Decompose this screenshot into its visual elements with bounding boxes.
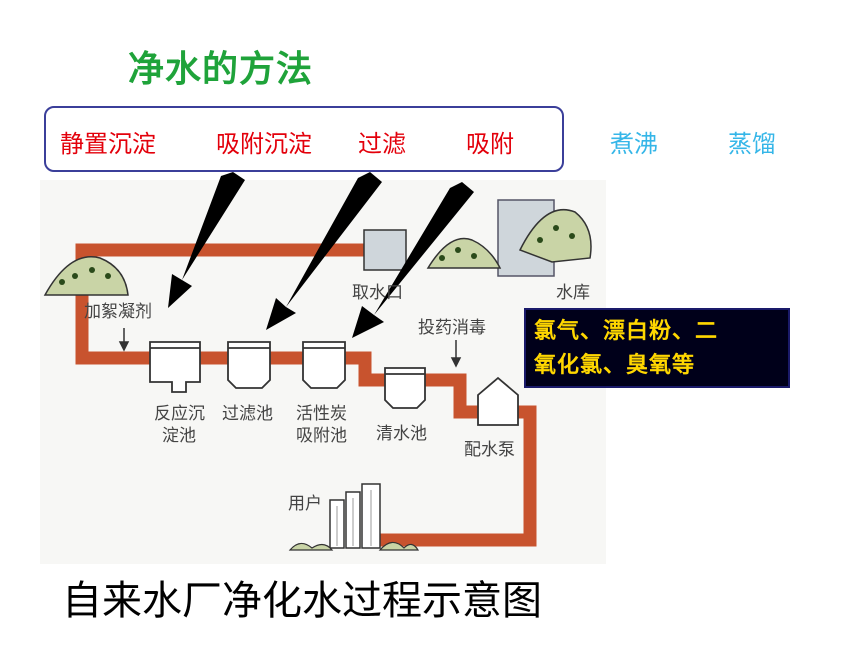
hills [43, 208, 592, 296]
label-coagulant: 加絮凝剂 [84, 302, 152, 322]
filter-tank [227, 341, 271, 389]
intake-structure [363, 229, 407, 271]
label-intake: 取水口 [352, 283, 403, 303]
carbon-tank [302, 341, 346, 389]
small-arrows [118, 328, 462, 368]
reaction-tank [149, 341, 201, 393]
disinfectant-note: 氯气、漂白粉、二 氧化氯、臭氧等 [524, 308, 790, 388]
method-distillation: 蒸馏 [728, 130, 776, 158]
arrow-to-carbon-tank [352, 182, 474, 338]
label-carbon-tank-1: 活性炭 [296, 404, 347, 424]
hill-right [518, 208, 592, 263]
method-adsorption: 吸附 [466, 130, 514, 158]
hill-trees [59, 225, 575, 285]
methods-frame [44, 106, 564, 172]
label-carbon-tank-2: 吸附池 [296, 426, 347, 446]
hill-left [43, 256, 129, 296]
diagram-caption: 自来水厂净化水过程示意图 [62, 578, 542, 624]
label-users: 用户 [288, 494, 322, 514]
method-boiling: 煮沸 [610, 130, 658, 158]
label-filter-tank: 过滤池 [222, 404, 273, 424]
arrow-to-filter-tank [266, 172, 382, 330]
disinfectant-line-2: 氧化氯、臭氧等 [534, 353, 696, 378]
label-reaction-tank-1: 反应沉 [154, 404, 205, 424]
clear-water-tank [384, 367, 426, 409]
treatment-tanks [149, 341, 519, 426]
pump-house [477, 376, 519, 426]
label-dosing: 投药消毒 [418, 318, 486, 338]
label-reaction-tank-2: 淀池 [162, 426, 196, 446]
page-title: 净水的方法 [128, 49, 314, 90]
label-clear-tank: 清水池 [376, 424, 427, 444]
user-buildings [329, 483, 381, 549]
method-adsorption-sedimentation: 吸附沉淀 [216, 130, 312, 158]
arrow-to-reaction-tank [168, 172, 245, 308]
method-arrows [168, 172, 474, 338]
method-static-sedimentation: 静置沉淀 [60, 130, 156, 158]
user-shrubs [288, 541, 420, 551]
hill-mid [426, 237, 502, 269]
building-windows [336, 490, 372, 546]
disinfectant-line-1: 氯气、漂白粉、二 [534, 319, 719, 344]
label-pump: 配水泵 [464, 440, 515, 460]
method-filtration: 过滤 [358, 130, 406, 158]
label-reservoir: 水库 [556, 283, 590, 303]
